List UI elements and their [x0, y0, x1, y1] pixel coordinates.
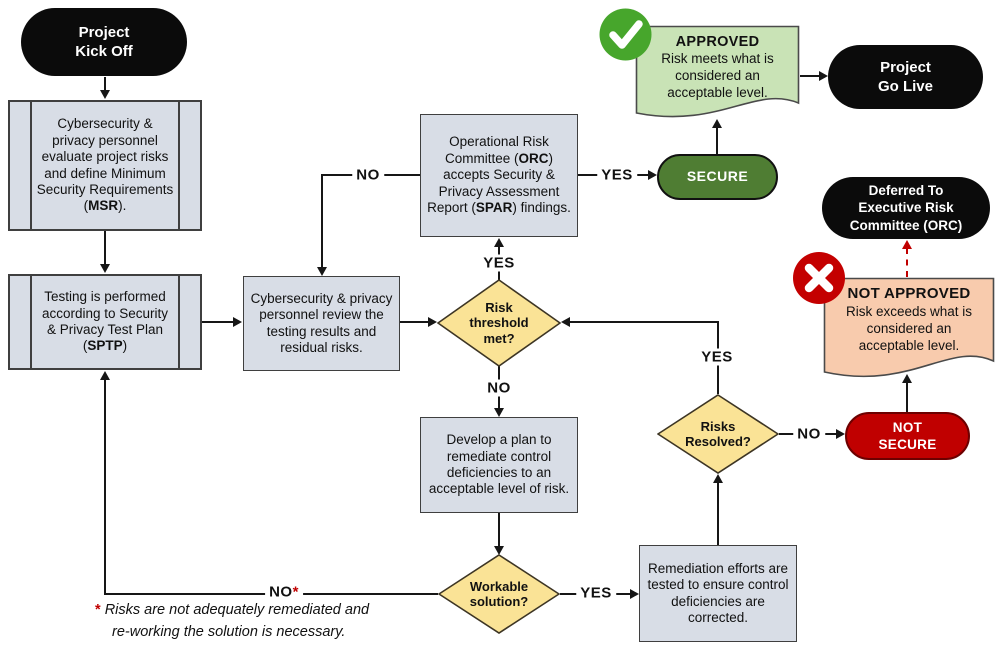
arrowhead — [317, 267, 327, 276]
footnote: * Risks are not adequately remediated an… — [95, 600, 425, 644]
terminator-project-kick-off: Project Kick Off — [21, 8, 187, 76]
document-shape — [823, 277, 995, 378]
connector-line — [906, 383, 908, 412]
predefined-process-bar — [178, 102, 180, 229]
arrowhead — [712, 119, 722, 128]
status-pill-not-secure: NOT SECURE — [845, 412, 970, 460]
process-text: Remediation efforts are tested to ensure… — [647, 560, 789, 625]
process-orc-accepts-spar: Operational Risk Committee (ORC) accepts… — [420, 114, 578, 237]
connector-line — [800, 75, 820, 77]
connector-line — [104, 379, 106, 595]
connector-line — [202, 321, 233, 323]
connector-line — [498, 513, 500, 546]
diamond-shape — [657, 394, 779, 474]
connector-line — [569, 321, 719, 323]
process-testing-sptp: Testing is performed according to Securi… — [8, 274, 202, 370]
connector-line — [717, 483, 719, 545]
document-not-approved: NOT APPROVED Risk exceeds what is consid… — [823, 277, 995, 389]
decision-text: Workable solution? — [469, 578, 529, 609]
connector-line — [104, 231, 106, 265]
decision-risks-resolved: Risks Resolved? — [657, 394, 779, 474]
footnote-line1: * Risks are not adequately remediated an… — [95, 602, 370, 618]
connector-line — [716, 127, 718, 154]
process-text: Develop a plan to remediate control defi… — [428, 432, 570, 497]
red-asterisk: * — [292, 583, 299, 601]
decision-risk-threshold-met: Risk threshold met? — [437, 279, 561, 367]
process-develop-remediation-plan: Develop a plan to remediate control defi… — [420, 417, 578, 513]
arrowhead — [836, 429, 845, 439]
document-approved: APPROVED Risk meets what is considered a… — [635, 25, 800, 125]
document-text: NOT APPROVED Risk exceeds what is consid… — [823, 285, 995, 354]
decision-text: Risks Resolved? — [685, 418, 751, 449]
document-body: Risk meets what is considered an accepta… — [661, 51, 774, 100]
arrowhead — [428, 317, 437, 327]
process-review-results: Cybersecurity & privacy personnel review… — [243, 276, 400, 371]
terminator-project-go-live: Project Go Live — [828, 45, 983, 109]
edge-label-no: NO — [793, 425, 825, 443]
predefined-process-bar — [30, 276, 32, 368]
connector-line — [400, 321, 428, 323]
x-circle-icon — [792, 251, 846, 310]
predefined-process-bar — [178, 276, 180, 368]
arrowhead — [100, 90, 110, 99]
arrowhead — [233, 317, 242, 327]
decision-text: Risk threshold met? — [469, 300, 529, 346]
process-text: Testing is performed according to Securi… — [41, 289, 169, 354]
edge-label-no-star: NO* — [265, 583, 303, 601]
arrowhead — [494, 408, 504, 417]
terminator-deferred-to-erc: Deferred To Executive Risk Committee (OR… — [822, 177, 990, 239]
document-title: NOT APPROVED — [847, 285, 971, 302]
decision-workable-solution: Workable solution? — [438, 554, 560, 634]
footnote-line2: re-working the solution is necessary. — [112, 623, 346, 640]
arrowhead — [100, 371, 110, 380]
process-text: Cybersecurity & privacy personnel review… — [250, 290, 393, 355]
document-shape — [635, 25, 800, 118]
arrowhead — [561, 317, 570, 327]
connector-line — [321, 174, 323, 267]
status-pill-secure: SECURE — [657, 154, 778, 200]
connector-line — [104, 77, 106, 92]
arrowhead — [494, 238, 504, 247]
edge-label-no: NO — [483, 379, 515, 397]
arrowhead — [630, 589, 639, 599]
arrowhead — [819, 71, 828, 81]
edge-label-yes: YES — [597, 166, 637, 184]
edge-label-no: NO — [352, 166, 384, 184]
arrowhead — [902, 240, 912, 249]
arrowhead — [648, 170, 657, 180]
edge-label-yes: YES — [479, 254, 519, 272]
process-text: Cybersecurity & privacy personnel evalua… — [36, 116, 174, 214]
edge-label-yes: YES — [576, 584, 616, 602]
arrowhead — [100, 264, 110, 273]
arrowhead — [494, 546, 504, 555]
diamond-shape — [438, 554, 560, 634]
predefined-process-bar — [30, 102, 32, 229]
document-text: APPROVED Risk meets what is considered a… — [635, 33, 800, 102]
connector-line-dashed — [906, 248, 908, 277]
document-title: APPROVED — [675, 34, 760, 50]
arrowhead — [902, 374, 912, 383]
process-text: Operational Risk Committee (ORC) accepts… — [427, 134, 571, 216]
check-circle-icon — [598, 7, 653, 67]
process-remediation-tested: Remediation efforts are tested to ensure… — [639, 545, 797, 642]
edge-label-yes: YES — [697, 348, 737, 366]
document-body: Risk exceeds what is considered an accep… — [845, 303, 973, 353]
process-define-msr: Cybersecurity & privacy personnel evalua… — [8, 100, 202, 231]
arrowhead — [713, 474, 723, 483]
diamond-shape — [437, 279, 561, 367]
